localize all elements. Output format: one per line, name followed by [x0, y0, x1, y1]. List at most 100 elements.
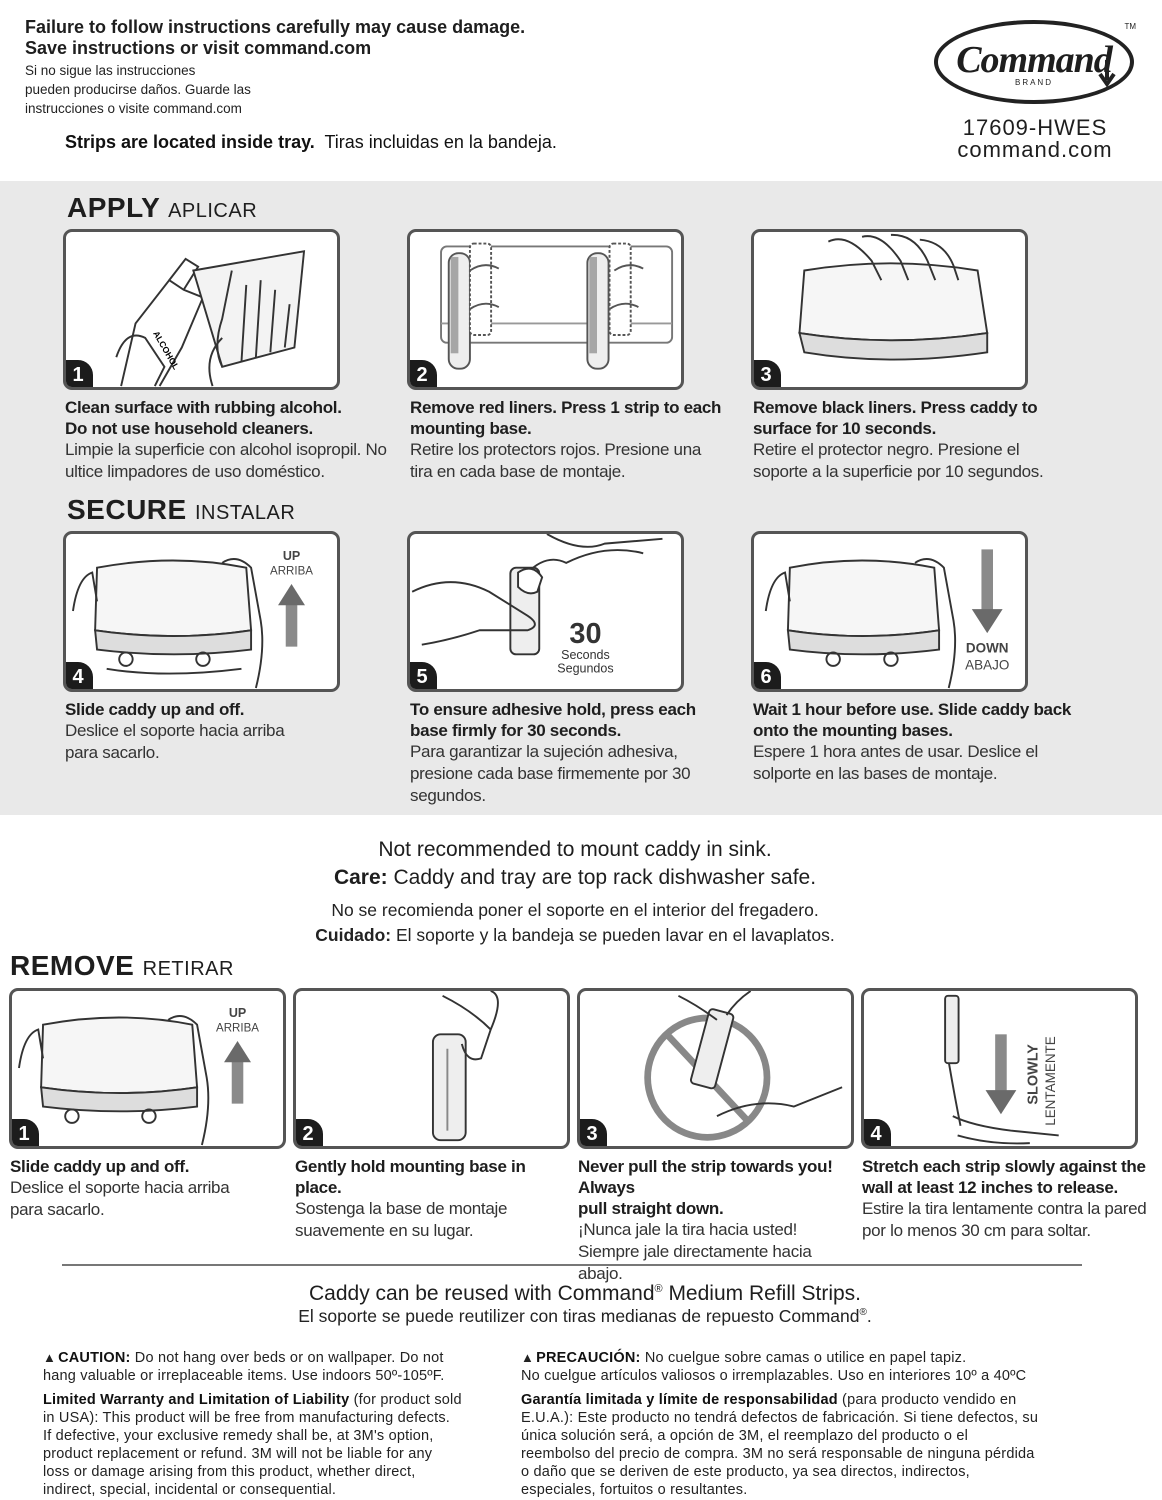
garantia-text: reembolso del precio de compra. 3M no se…: [521, 1446, 1035, 1462]
warranty-text: (for product sold: [349, 1392, 462, 1408]
warning-es-line-2: pueden producirse daños. Guarde las: [25, 82, 251, 97]
garantia-text: (para producto vendido en: [837, 1392, 1017, 1408]
arrow-label-en: DOWN: [966, 640, 1009, 655]
remove-step-1-illustration: UP ARRIBA 1: [9, 988, 286, 1149]
garantia-label: Garantía limitada y límite de responsabi…: [521, 1392, 838, 1408]
caption-es: Sostenga la base de montaje: [295, 1199, 508, 1218]
caption-es: para sacarlo.: [65, 743, 160, 762]
reuse-text: Caddy can be reused with Command: [308, 1282, 655, 1305]
caption-es: Para garantizar la sujeción adhesiva,: [410, 742, 678, 761]
precaucion-label: PRECAUCIÓN:: [536, 1350, 641, 1366]
reuse-text: Medium Refill Strips.: [662, 1282, 861, 1305]
arrow-down-icon: [985, 1034, 1017, 1115]
stretch-strip-illustration: SLOWLY LENTAMENTE: [944, 994, 1059, 1145]
secure-step-4-caption: Slide caddy up and off. Deslice el sopor…: [65, 699, 395, 764]
apply-step-1-caption: Clean surface with rubbing alcohol. Do n…: [65, 397, 395, 483]
secure-step-6-caption: Wait 1 hour before use. Slide caddy back…: [753, 699, 1083, 785]
caption-es: Retire el protector negro. Presione el: [753, 440, 1020, 459]
garantia-text: E.U.A.): Este producto no tendrá defecto…: [521, 1410, 1039, 1426]
warranty-label: Limited Warranty and Limitation of Liabi…: [43, 1392, 350, 1408]
warranty-text: If defective, your exclusive remedy shal…: [43, 1428, 434, 1444]
logo-brand: BRAND: [1014, 77, 1053, 87]
warning-es-line-3: instrucciones o visite command.com: [25, 101, 242, 116]
legal-es: ▲PRECAUCIÓN: No cuelgue sobre camas o ut…: [521, 1349, 1151, 1499]
legal-en: ▲CAUTION: Do not hang over beds or on wa…: [43, 1349, 493, 1499]
arrow-label-es: ARRIBA: [270, 565, 313, 577]
apply-step-2-caption: Remove red liners. Press 1 strip to each…: [410, 397, 730, 483]
secure-title: SECURE: [67, 494, 187, 525]
remove-step-2-illustration: 2: [293, 988, 570, 1149]
warning-triangle-icon: ▲: [521, 1350, 535, 1365]
step-number-badge: 5: [410, 662, 437, 689]
caption-es: por lo menos 30 cm para soltar.: [862, 1221, 1091, 1240]
precaucion-text: No cuelgue artículos valiosos o irrempla…: [521, 1368, 1027, 1384]
warranty-text: product replacement or refund. 3M will n…: [43, 1446, 433, 1462]
caption-es: ultice limpadores de uso doméstico.: [65, 462, 325, 481]
garantia-text: especiales, fortuitos o resultantes.: [521, 1482, 748, 1498]
caption-es: segundos.: [410, 786, 486, 805]
secure-step-6-illustration: DOWN ABAJO 6: [751, 531, 1028, 692]
step-number-badge: 6: [754, 662, 781, 689]
caution-text: Do not hang over beds or on wallpaper. D…: [130, 1350, 444, 1366]
step-number-badge: 1: [66, 360, 93, 387]
caption-es: soporte a la superficie por 10 segundos.: [753, 462, 1044, 481]
logo-tm: TM: [1124, 22, 1136, 31]
warning-heading: Failure to follow instructions carefully…: [25, 17, 525, 59]
care-note-en: Care: Caddy and tray are top rack dishwa…: [0, 864, 1150, 892]
apply-step-2-illustration: 2: [407, 229, 684, 390]
precaucion-line: ▲PRECAUCIÓN: No cuelgue sobre camas o ut…: [521, 1349, 1151, 1367]
caption-es: Estire la tira lentamente contra la pare…: [862, 1199, 1147, 1218]
garantia-line: Garantía limitada y límite de responsabi…: [521, 1391, 1151, 1409]
caption-en: Do not use household cleaners.: [65, 419, 313, 438]
caption-en: Slide caddy up and off.: [10, 1157, 190, 1176]
sink-note-en: Not recommended to mount caddy in sink.: [378, 838, 772, 861]
cuidado-label: Cuidado:: [315, 925, 392, 945]
caution-line: ▲CAUTION: Do not hang over beds or on wa…: [43, 1349, 493, 1367]
step-number-badge: 1: [12, 1119, 39, 1146]
caption-en: onto the mounting bases.: [753, 721, 953, 740]
step-number-badge: 3: [754, 360, 781, 387]
precaucion-text: No cuelgue sobre camas o utilice en pape…: [640, 1350, 967, 1366]
garantia-text: única solución será, a opción de 3M, el …: [521, 1428, 969, 1444]
caption-en: Slide caddy up and off.: [65, 700, 245, 719]
caption-en: pull straight down.: [578, 1199, 724, 1218]
caption-en: wall at least 12 inches to release.: [862, 1178, 1118, 1197]
caption-es: Deslice el soporte hacia arriba: [65, 721, 285, 740]
caption-en: mounting base.: [410, 419, 532, 438]
arrow-up-icon: [278, 584, 305, 647]
warning-line-2: Save instructions or visit command.com: [25, 38, 372, 58]
arrow-label-es: LENTAMENTE: [1043, 1036, 1058, 1126]
strips-note-en: Strips are located inside tray.: [65, 132, 315, 152]
caption-es: para sacarlo.: [10, 1200, 105, 1219]
care-notes: Not recommended to mount caddy in sink. …: [0, 836, 1150, 948]
registered-mark: ®: [859, 1307, 867, 1319]
divider: [62, 1264, 1082, 1266]
caption-es: Siempre jale directamente hacia abajo.: [578, 1242, 812, 1283]
step-number-badge: 2: [296, 1119, 323, 1146]
caption-es: tira en cada base de montaje.: [410, 462, 626, 481]
caption-en: surface for 10 seconds.: [753, 419, 937, 438]
warranty-text: in USA): This product will be free from …: [43, 1410, 451, 1426]
clean-surface-illustration: ALCOHOL: [115, 250, 306, 387]
slide-caddy-off-illustration: UP ARRIBA: [18, 1006, 259, 1146]
apply-title-es: APLICAR: [168, 200, 258, 222]
remove-step-4-illustration: SLOWLY LENTAMENTE 4: [861, 988, 1138, 1149]
warranty-line: Limited Warranty and Limitation of Liabi…: [43, 1391, 493, 1409]
garantia-text: o daño que se deriven de este producto, …: [521, 1464, 970, 1480]
caption-en: Stretch each strip slowly against the: [862, 1157, 1146, 1176]
timer-number: 30: [569, 618, 601, 650]
caption-es: presione cada base firmemente por 30: [410, 764, 691, 783]
apply-section-title: APPLY APLICAR: [67, 192, 257, 224]
step-number-badge: 2: [410, 360, 437, 387]
remove-title: REMOVE: [10, 950, 135, 981]
warning-es-line-1: Si no sigue las instrucciones: [25, 63, 196, 78]
registered-mark: ®: [654, 1283, 663, 1295]
caption-es: Limpie la superficie con alcohol isoprop…: [65, 440, 387, 459]
press-base-illustration: 30 Seconds Segundos: [411, 534, 663, 676]
caption-es: ¡Nunca jale la tira hacia usted!: [578, 1220, 798, 1239]
warning-spanish: Si no sigue las instrucciones pueden pro…: [25, 61, 251, 118]
timer-label-en: Seconds: [561, 648, 610, 662]
caption-es: solporte en las bases de montaje.: [753, 764, 998, 783]
slide-caddy-down-illustration: DOWN ABAJO: [764, 549, 1009, 689]
caption-en: base firmly for 30 seconds.: [410, 721, 622, 740]
